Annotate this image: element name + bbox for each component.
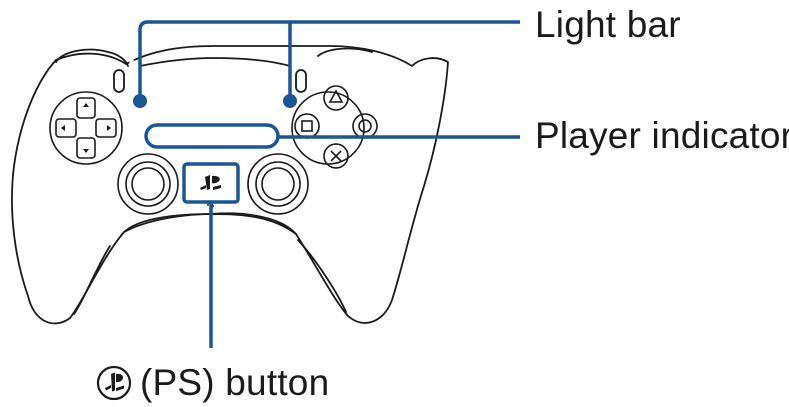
light-bar-left-dot <box>133 94 147 108</box>
controller-outline <box>11 45 449 325</box>
l1-shoulder <box>55 48 129 67</box>
right-stick-inner <box>255 161 301 207</box>
light-bar-label: Light bar <box>535 4 681 45</box>
right-stick-outer[interactable] <box>247 153 309 215</box>
square-icon <box>301 120 313 132</box>
dpad-right[interactable] <box>95 118 117 138</box>
light-bar-right-dot <box>283 94 297 108</box>
r1-shoulder <box>317 47 373 57</box>
left-stick-inner <box>125 161 171 207</box>
cross-icon <box>330 150 342 162</box>
cross-button[interactable] <box>323 143 349 169</box>
player-indicator-callout-box <box>144 123 280 149</box>
create-button[interactable] <box>113 69 125 93</box>
circle-button[interactable] <box>352 113 378 139</box>
touchpad-edge <box>139 57 291 67</box>
circle-icon <box>358 119 372 133</box>
square-button[interactable] <box>294 113 320 139</box>
d-pad[interactable] <box>49 91 123 165</box>
dpad-up[interactable] <box>76 97 96 119</box>
left-grip-line <box>73 245 111 315</box>
options-button[interactable] <box>295 69 307 93</box>
ps-button-label: (PS) button <box>140 362 330 403</box>
left-stick-outer[interactable] <box>117 153 179 215</box>
playstation-logo-icon <box>96 365 132 401</box>
triangle-button[interactable] <box>323 85 349 111</box>
right-grip-line <box>297 239 347 313</box>
dpad-down[interactable] <box>76 137 96 159</box>
light-bar-callout-line <box>138 20 520 101</box>
triangle-icon <box>328 89 344 103</box>
dpad-left[interactable] <box>55 118 77 138</box>
player-indicator-label: Player indicator <box>535 115 789 156</box>
ps-button-callout-box <box>182 162 240 204</box>
playstation-logo-icon <box>200 175 221 190</box>
